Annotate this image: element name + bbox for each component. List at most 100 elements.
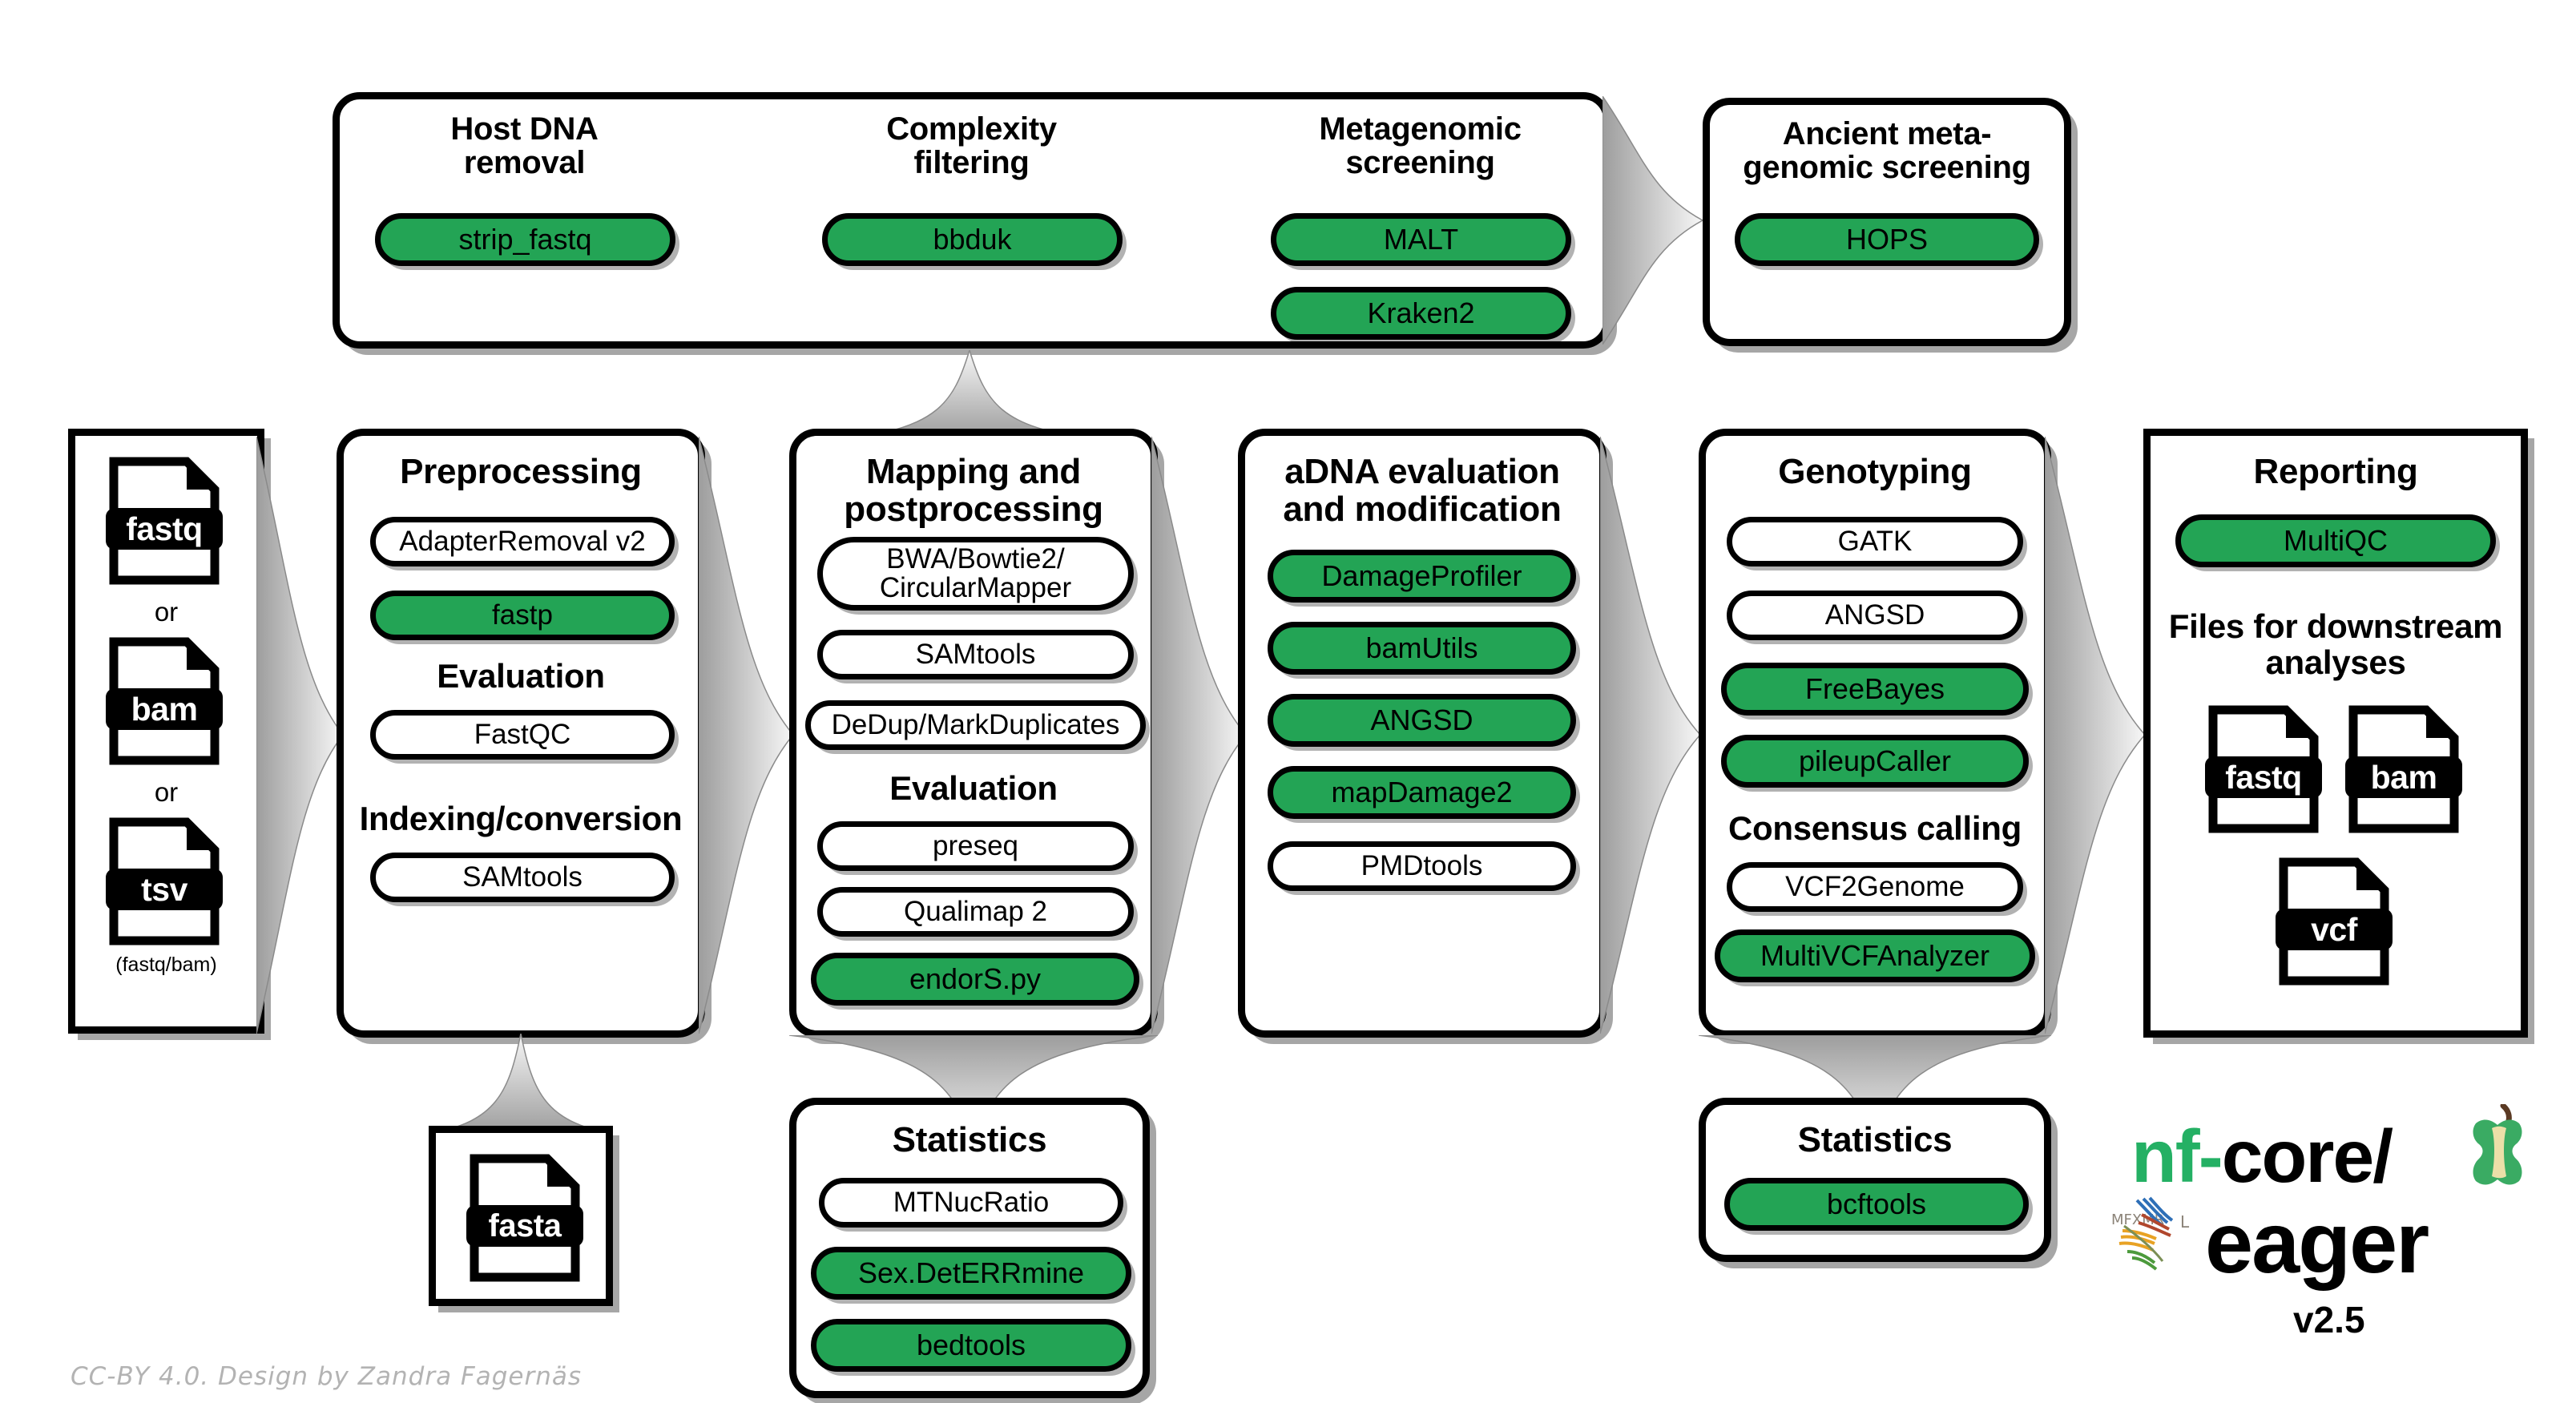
tool-pill-samtools-mapping[interactable]: SAMtools (817, 630, 1134, 679)
input-files-note: (fastq/bam) (115, 953, 217, 976)
tool-pill-dedup-markduplicates[interactable]: DeDup/MarkDuplicates (805, 700, 1146, 750)
file-icon-label: fastq (2225, 758, 2302, 796)
tool-pill-adapterremoval[interactable]: AdapterRemoval v2 (370, 517, 675, 566)
or-label-1: or (154, 597, 179, 627)
file-icon-label: tsv (141, 870, 187, 908)
tool-pill-multivcfanalyzer[interactable]: MultiVCFAnalyzer (1715, 929, 2035, 982)
file-icon-label: bam (131, 690, 198, 728)
column-title-preprocessing: Preprocessing (400, 452, 642, 491)
tool-label: SAMtools (462, 861, 583, 893)
tool-label: GATK (1837, 526, 1913, 558)
arrow-fasta-to-preprocessing (429, 1034, 613, 1134)
tool-label: Sex.DetERRmine (857, 1256, 1085, 1289)
tool-label: MultiVCFAnalyzer (1760, 938, 1990, 972)
statistics-left-title: Statistics (892, 1120, 1047, 1159)
subheading-consensus-calling: Consensus calling (1728, 809, 2022, 847)
tool-label: Qualimap 2 (904, 896, 1047, 928)
tool-pill-gatk[interactable]: GATK (1727, 517, 2023, 566)
tool-pill-bedtools[interactable]: bedtools (811, 1319, 1131, 1372)
tool-pill-preseq[interactable]: preseq (817, 821, 1134, 871)
file-icon-bam-output: bam (2344, 705, 2464, 833)
tool-pill-samtools-preprocessing[interactable]: SAMtools (370, 853, 675, 902)
dna-helix-icon: MFXMR L (2110, 1194, 2206, 1274)
subheading-evaluation-mapping: Evaluation (889, 769, 1058, 807)
subheading-indexing-conversion: Indexing/conversion (359, 800, 683, 837)
group-title: Metagenomic screening (1319, 111, 1522, 181)
tool-label: PMDtools (1361, 850, 1483, 882)
file-icon-fastq: fastq (104, 457, 224, 585)
tool-pill-multiqc[interactable]: MultiQC (2175, 514, 2496, 567)
tool-pill-hops[interactable]: HOPS (1735, 213, 2039, 266)
tool-label: MTNucRatio (893, 1187, 1050, 1219)
tool-pill-freebayes[interactable]: FreeBayes (1721, 663, 2029, 716)
file-icon-fasta: fasta (465, 1154, 585, 1282)
screening-group-complexity: Complexity filtering (817, 112, 1126, 180)
credit-text: CC-BY 4.0. Design by Zandra Fagernäs (71, 1362, 583, 1391)
tool-label: Kraken2 (1367, 296, 1475, 329)
screening-group-host-dna: Host DNA removal (370, 112, 679, 180)
tool-pill-vcf2genome[interactable]: VCF2Genome (1727, 862, 2023, 912)
tool-pill-angsd-adna[interactable]: ANGSD (1268, 694, 1576, 747)
column-title-reporting: Reporting (2253, 452, 2418, 491)
tool-pill-mapdamage2[interactable]: mapDamage2 (1268, 766, 1576, 819)
logo-nf: nf (2131, 1115, 2200, 1198)
arrow-mapping-to-screening (849, 350, 1090, 438)
tool-pill-strip-fastq[interactable]: strip_fastq (375, 213, 675, 266)
tool-pill-damageprofiler[interactable]: DamageProfiler (1268, 550, 1576, 603)
tool-pill-fastqc[interactable]: FastQC (370, 710, 675, 760)
file-icon-label: bam (2370, 758, 2437, 796)
logo-version: v2.5 (2293, 1299, 2365, 1341)
group-title: Host DNA removal (450, 111, 599, 181)
arrow-genotyping-to-reporting (2045, 437, 2145, 1034)
tool-label: bcftools (1826, 1187, 1927, 1220)
tool-pill-bbduk[interactable]: bbduk (822, 213, 1123, 266)
tool-pill-bwa-bowtie2-circularmapper[interactable]: BWA/Bowtie2/ CircularMapper (817, 537, 1134, 611)
tool-label: bbduk (933, 222, 1012, 256)
tool-label: preseq (932, 830, 1019, 862)
tool-label: ANGSD (1824, 599, 1925, 631)
arrow-adna-to-genotyping (1600, 437, 1700, 1034)
file-icon-bam: bam (104, 637, 224, 765)
tool-label: fastp (492, 599, 553, 631)
logo-core-slash: core/ (2221, 1115, 2393, 1198)
tool-label: VCF2Genome (1785, 871, 1965, 903)
file-icon-vcf-output: vcf (2274, 857, 2394, 986)
tool-pill-angsd-genotyping[interactable]: ANGSD (1727, 591, 2023, 640)
tool-label: AdapterRemoval v2 (399, 526, 646, 558)
tool-pill-pmdtools[interactable]: PMDtools (1268, 841, 1576, 891)
tool-label: MultiQC (2283, 523, 2388, 557)
tool-label: DeDup/MarkDuplicates (831, 709, 1120, 741)
column-title-genotyping: Genotyping (1778, 452, 1972, 491)
tool-pill-bamutils[interactable]: bamUtils (1268, 622, 1576, 675)
tool-pill-kraken2[interactable]: Kraken2 (1271, 287, 1571, 340)
tool-label: endorS.py (909, 962, 1042, 995)
tool-label: bedtools (916, 1328, 1026, 1361)
nf-core-eager-logo: nf-core/ MFXMR L (2111, 1103, 2532, 1370)
tool-pill-bcftools[interactable]: bcftools (1724, 1178, 2029, 1231)
tool-label: DamageProfiler (1321, 558, 1522, 592)
file-icon-label: vcf (2311, 910, 2357, 948)
file-icon-label: fasta (488, 1207, 562, 1244)
tool-label: HOPS (1845, 222, 1929, 256)
tool-label: SAMtools (915, 639, 1036, 671)
tool-pill-malt[interactable]: MALT (1271, 213, 1571, 266)
group-title: Complexity filtering (886, 111, 1057, 181)
tool-pill-mtnucratio[interactable]: MTNucRatio (819, 1178, 1123, 1228)
file-icon-label: fastq (126, 510, 203, 547)
arrow-mapping-to-adna (1151, 437, 1246, 1034)
tool-pill-qualimap2[interactable]: Qualimap 2 (817, 887, 1134, 937)
tool-pill-endors-py[interactable]: endorS.py (811, 953, 1139, 1006)
ancient-screening-title: Ancient meta- genomic screening (1743, 116, 2031, 186)
svg-text:L: L (2180, 1212, 2190, 1232)
logo-name: eager (2205, 1194, 2429, 1291)
tool-label: bamUtils (1365, 631, 1478, 664)
file-icon-tsv: tsv (104, 817, 224, 945)
arrow-screening-to-ancient (1602, 96, 1703, 345)
column-title-adna: aDNA evaluation and modification (1283, 452, 1562, 529)
tool-label: FastQC (474, 719, 571, 751)
tool-pill-fastp[interactable]: fastp (370, 591, 675, 640)
screening-group-metagenomic: Metagenomic screening (1266, 112, 1574, 180)
tool-pill-pileupcaller[interactable]: pileupCaller (1721, 735, 2029, 788)
tool-pill-sex-determine[interactable]: Sex.DetERRmine (811, 1247, 1131, 1300)
